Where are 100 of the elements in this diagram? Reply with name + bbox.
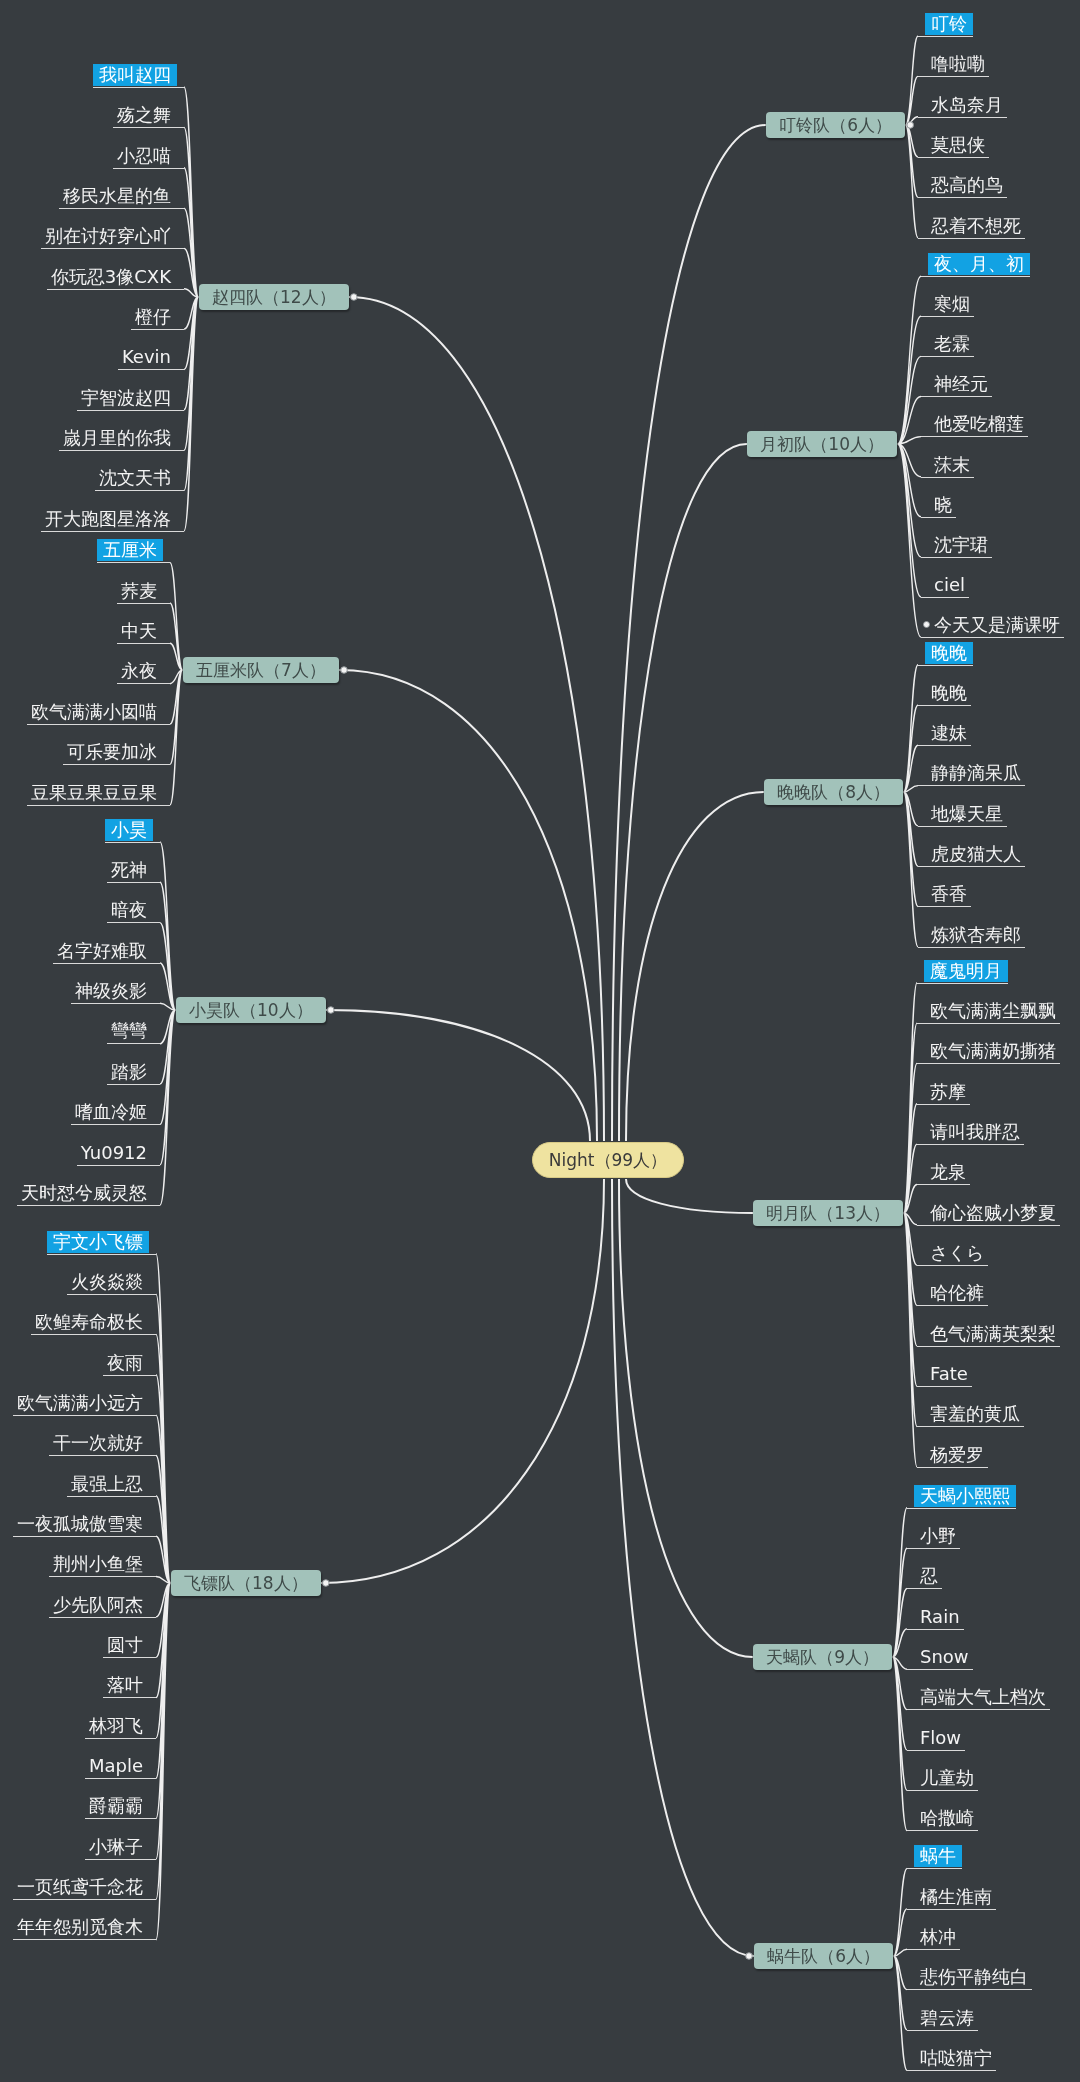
member-name: 虎皮猫大人 bbox=[918, 843, 1025, 867]
member-name: さくら bbox=[917, 1241, 988, 1266]
member-name: 忍着不想死 bbox=[918, 214, 1025, 239]
member-name: 悲伤平静纯白 bbox=[907, 1966, 1032, 1991]
member-name: 嵗月里的你我 bbox=[59, 426, 184, 451]
member-name: 欧气满满小囡喵 bbox=[27, 700, 170, 725]
highlighted-name-tag: 叮铃 bbox=[925, 12, 973, 35]
member-name: 欧气满满小远方 bbox=[13, 1391, 156, 1416]
member-name: Fate bbox=[917, 1363, 972, 1387]
topic-underline bbox=[105, 818, 160, 843]
member-name: Yu0912 bbox=[76, 1141, 160, 1166]
member-name: 橘生淮南 bbox=[907, 1885, 996, 1910]
connector-line bbox=[611, 1178, 755, 1959]
connector-line bbox=[155, 1253, 172, 1941]
highlighted-name-tag: 魔鬼明月 bbox=[924, 959, 1008, 982]
member-name: 小琳子 bbox=[85, 1835, 156, 1860]
member-name: 移民水星的鱼 bbox=[59, 184, 184, 209]
member-name: 林羽飞 bbox=[85, 1714, 156, 1739]
member-name: 殇之舞 bbox=[113, 104, 184, 129]
member-name: 神级炎影 bbox=[71, 980, 160, 1005]
member-name: 可乐要加冰 bbox=[63, 741, 170, 766]
connector-line bbox=[896, 275, 922, 638]
member-name: 色气满满英梨梨 bbox=[917, 1322, 1060, 1347]
member-name: 少先队阿杰 bbox=[49, 1593, 156, 1618]
topic-underline bbox=[907, 1845, 962, 1870]
member-name: 小忍喵 bbox=[113, 144, 184, 169]
member-name: 最强上忍 bbox=[67, 1472, 156, 1497]
member-name: 欧气满满奶撕猪 bbox=[917, 1040, 1060, 1065]
member-name: 炼狱杏寿郎 bbox=[918, 923, 1025, 948]
member-name: 请叫我胖忍 bbox=[917, 1120, 1024, 1145]
team-topic: 五厘米队（7人） bbox=[183, 657, 339, 683]
member-name: 开大跑图星洛洛 bbox=[41, 507, 184, 532]
member-name: 永夜 bbox=[117, 660, 170, 685]
connector-line bbox=[338, 666, 598, 1142]
member-name: 逮妹 bbox=[918, 722, 971, 747]
member-name: 儿童劫 bbox=[907, 1767, 978, 1792]
member-name: 莫思侠 bbox=[918, 133, 989, 158]
member-name: 碧云涛 bbox=[907, 2006, 978, 2031]
connector-line bbox=[618, 443, 748, 1142]
member-name: 忍 bbox=[907, 1565, 942, 1590]
connector-line bbox=[618, 1178, 754, 1658]
member-name: 苏摩 bbox=[917, 1080, 970, 1105]
member-name: Flow bbox=[907, 1726, 966, 1751]
member-name: 死神 bbox=[107, 859, 160, 884]
topic-underline bbox=[93, 63, 184, 88]
connector-line bbox=[325, 1006, 591, 1142]
member-name: 地爆天星 bbox=[918, 802, 1007, 827]
connector-line bbox=[183, 86, 200, 532]
member-name: 年年怨别觅食木 bbox=[13, 1916, 156, 1941]
member-name: 晚晚 bbox=[918, 681, 971, 706]
highlighted-name-tag: 晚晚 bbox=[925, 641, 973, 664]
member-name: 夜雨 bbox=[103, 1351, 156, 1376]
highlighted-name-tag: 夜、月、初 bbox=[928, 253, 1030, 275]
member-name: 晓 bbox=[921, 493, 956, 518]
team-topic: 月初队（10人） bbox=[747, 431, 897, 457]
member-name: 香香 bbox=[918, 883, 971, 908]
member-name: 一页纸鸢千念花 bbox=[13, 1876, 156, 1901]
connector-line bbox=[169, 561, 184, 806]
member-name: 暗夜 bbox=[107, 899, 160, 924]
member-name: 咕哒猫宁 bbox=[907, 2047, 996, 2072]
member-name: 老霖 bbox=[921, 333, 974, 358]
member-name: 杨爱罗 bbox=[917, 1443, 988, 1468]
member-name: 踏影 bbox=[107, 1060, 160, 1085]
member-name: 落叶 bbox=[103, 1674, 156, 1699]
member-name: 莯末 bbox=[921, 453, 974, 478]
connector-line bbox=[891, 1507, 908, 1832]
connector-line bbox=[902, 982, 918, 1468]
team-topic: 蜗牛队（6人） bbox=[754, 1943, 893, 1969]
member-name: 噜啦嘞 bbox=[918, 53, 989, 78]
member-name: 彎彎 bbox=[107, 1020, 160, 1045]
member-name: 爵霸霸 bbox=[85, 1795, 156, 1820]
member-name: 龙泉 bbox=[917, 1161, 970, 1186]
team-topic: 小昊队（10人） bbox=[176, 997, 326, 1023]
highlighted-name-tag: 小昊 bbox=[105, 818, 153, 841]
member-name: 恐高的鸟 bbox=[918, 174, 1007, 199]
team-topic: 飞镖队（18人） bbox=[171, 1570, 321, 1596]
member-name: 神经元 bbox=[921, 373, 992, 398]
member-name: 橙仔 bbox=[131, 305, 184, 330]
connector-line bbox=[625, 791, 765, 1142]
team-topic: 叮铃队（6人） bbox=[766, 112, 905, 138]
member-name: 别在讨好穿心吖 bbox=[41, 225, 184, 250]
member-name: 天时怼兮威灵怒 bbox=[17, 1181, 160, 1206]
member-name: 宇智波赵四 bbox=[77, 386, 184, 411]
member-name: 偷心盗贼小梦夏 bbox=[917, 1201, 1060, 1226]
member-name: 哈撒崎 bbox=[907, 1807, 978, 1832]
member-name: 欧鳇寿命极长 bbox=[31, 1311, 156, 1336]
member-name: 中天 bbox=[117, 620, 170, 645]
member-name: 害羞的黄瓜 bbox=[917, 1403, 1024, 1428]
member-name: 欧气满满尘飘飘 bbox=[917, 999, 1060, 1024]
member-name: 火炎焱燚 bbox=[67, 1270, 156, 1295]
member-name: Snow bbox=[907, 1646, 973, 1670]
highlighted-name-tag: 宇文小飞镖 bbox=[47, 1230, 149, 1253]
member-name: 他爱吃榴莲 bbox=[921, 413, 1028, 438]
team-topic: 晚晚队（8人） bbox=[764, 779, 903, 805]
connector-line bbox=[904, 35, 919, 239]
member-name: 林冲 bbox=[907, 1926, 960, 1950]
team-topic: 天蝎队（9人） bbox=[753, 1644, 892, 1670]
central-topic: Night（99人） bbox=[532, 1142, 684, 1178]
connector-line bbox=[159, 841, 177, 1206]
highlighted-name-tag: 天蝎小熙熙 bbox=[914, 1484, 1016, 1507]
